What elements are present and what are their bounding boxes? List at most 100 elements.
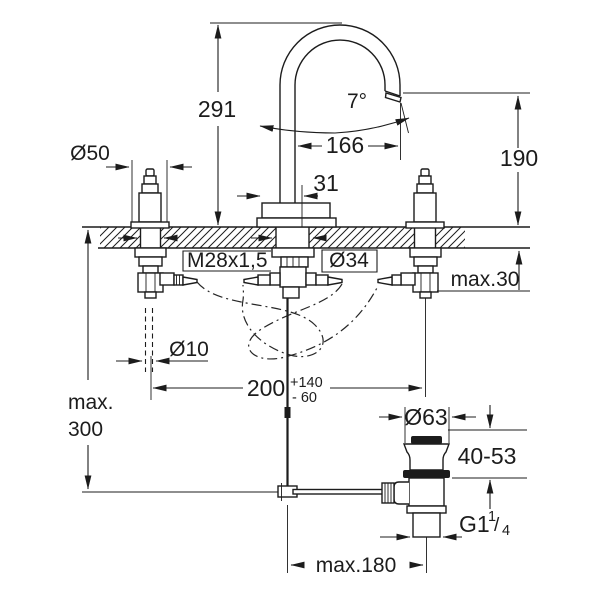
countertop bbox=[82, 226, 530, 249]
dim-166-label: 166 bbox=[326, 132, 364, 158]
left-valve-hex-facets bbox=[145, 273, 156, 292]
dim-hole-spacing: 200 +140 - 60 bbox=[150, 356, 423, 406]
label-center-hole: Ø34 bbox=[321, 249, 378, 273]
right-valve-spindle bbox=[418, 175, 432, 185]
dim-7deg-label: 7° bbox=[347, 90, 367, 113]
pull-rod-dashed bbox=[144, 308, 154, 372]
hose-right bbox=[248, 283, 379, 360]
g114-denominator: 4 bbox=[502, 523, 510, 539]
center-left-nipple bbox=[243, 276, 259, 286]
right-valve-tail bbox=[419, 291, 432, 299]
g114-numerator: 1 bbox=[488, 509, 496, 525]
dim-spout-offset: 31 bbox=[237, 170, 339, 227]
dim-190-label: 190 bbox=[500, 145, 538, 171]
center-right-nipple bbox=[327, 276, 343, 286]
aerator-tip bbox=[384, 92, 402, 103]
m28-label: M28x1,5 bbox=[187, 249, 268, 272]
rod-coupler bbox=[284, 407, 291, 418]
dim-total-height: 291 bbox=[198, 22, 342, 226]
left-valve-spindle-tip bbox=[145, 168, 155, 177]
waste-tailpiece bbox=[412, 512, 441, 538]
angle-arc-left bbox=[259, 125, 336, 134]
left-valve-outlet-cyl bbox=[159, 272, 175, 286]
center-knurled bbox=[280, 256, 309, 268]
dim-max300-label-line1: max. bbox=[68, 391, 114, 414]
center-left-nut bbox=[257, 274, 271, 286]
left-valve-neck bbox=[141, 183, 159, 194]
dim-rod-to-waste: max.180 bbox=[287, 505, 424, 577]
left-valve-nipple bbox=[182, 276, 198, 286]
o34-label-box bbox=[321, 249, 378, 273]
right-valve-outlet-nut bbox=[391, 274, 402, 286]
right-valve bbox=[377, 168, 445, 397]
right-valve-hex bbox=[412, 272, 439, 293]
waste-flange bbox=[402, 443, 451, 471]
waste-lower-band bbox=[406, 505, 447, 514]
pop-up-rod bbox=[82, 298, 385, 501]
dim-pull-rod: Ø10 bbox=[116, 308, 209, 372]
center-right-cyl bbox=[305, 272, 317, 286]
dim-basin-thickness: 40-53 bbox=[448, 405, 527, 509]
dim-200-label: 200 bbox=[247, 375, 285, 401]
waste-plug-cap bbox=[411, 436, 442, 444]
right-valve-flange bbox=[405, 221, 445, 229]
right-valve-spindle-tip bbox=[420, 168, 430, 177]
right-valve-step bbox=[413, 256, 438, 267]
angle-arc-right bbox=[334, 117, 410, 134]
left-valve-nut bbox=[134, 247, 167, 258]
center-union bbox=[243, 247, 343, 299]
m28-label-box bbox=[182, 250, 271, 272]
spout-inner-contour bbox=[294, 39, 386, 203]
g114-base: G1 bbox=[459, 511, 490, 537]
center-tee-body bbox=[279, 266, 307, 288]
waste-body bbox=[408, 477, 445, 507]
right-valve-outlet-cyl bbox=[400, 272, 416, 286]
dim-waste-thread: G1 1 / 4 bbox=[380, 509, 510, 541]
hose-left bbox=[196, 281, 324, 358]
dim-max180-label: max.180 bbox=[316, 554, 397, 577]
dim-max30-label: max.30 bbox=[451, 268, 520, 291]
center-knurl-lines bbox=[286, 257, 300, 267]
left-valve-outlet-knurl bbox=[176, 275, 180, 285]
right-valve-nut bbox=[409, 247, 442, 258]
dim-spout-angle: 7° bbox=[259, 90, 410, 134]
dim-waste-flange: Ø63 bbox=[379, 404, 476, 443]
dim-o10-label: Ø10 bbox=[169, 338, 209, 361]
dim-o63-extensions bbox=[404, 407, 450, 443]
spout-outer-contour bbox=[279, 24, 401, 203]
dim-4053-label: 40-53 bbox=[458, 443, 517, 469]
dim-escutcheon-dia: Ø50 bbox=[70, 142, 192, 222]
left-valve-tail bbox=[144, 291, 157, 299]
center-hole-shank bbox=[275, 226, 310, 249]
center-right-nut bbox=[315, 274, 329, 286]
right-valve-hex-facets bbox=[420, 273, 431, 292]
left-valve-body bbox=[138, 192, 162, 223]
left-valve-hex bbox=[137, 272, 164, 293]
dim-4053-references bbox=[448, 429, 527, 479]
drain-assembly bbox=[381, 436, 451, 573]
waste-seal-ring bbox=[403, 470, 450, 478]
flexible-hoses bbox=[196, 281, 379, 360]
label-shank-thread: M28x1,5 bbox=[182, 249, 271, 272]
dim-max300-label-line2: 300 bbox=[68, 418, 103, 441]
right-valve-narrow bbox=[417, 265, 434, 274]
spout-base-plate bbox=[256, 217, 337, 228]
left-hole-shank bbox=[139, 226, 162, 249]
dim-o50-extensions bbox=[131, 160, 168, 222]
left-valve-step bbox=[138, 256, 163, 267]
dim-o50-label: Ø50 bbox=[70, 142, 110, 165]
center-left-cyl bbox=[269, 272, 281, 286]
center-tee-bottom bbox=[282, 286, 300, 299]
g114-slash: / bbox=[494, 515, 500, 536]
right-valve-nipple bbox=[377, 276, 393, 286]
knob-knurl-lines bbox=[384, 483, 392, 503]
left-valve-spindle bbox=[143, 175, 157, 185]
left-valve-flange bbox=[130, 221, 170, 229]
spout bbox=[256, 24, 409, 228]
center-nut bbox=[271, 247, 315, 258]
dim-deck-thickness: max.30 bbox=[437, 250, 530, 292]
horizontal-actuating-rod bbox=[292, 488, 385, 495]
right-valve-body bbox=[413, 192, 437, 223]
